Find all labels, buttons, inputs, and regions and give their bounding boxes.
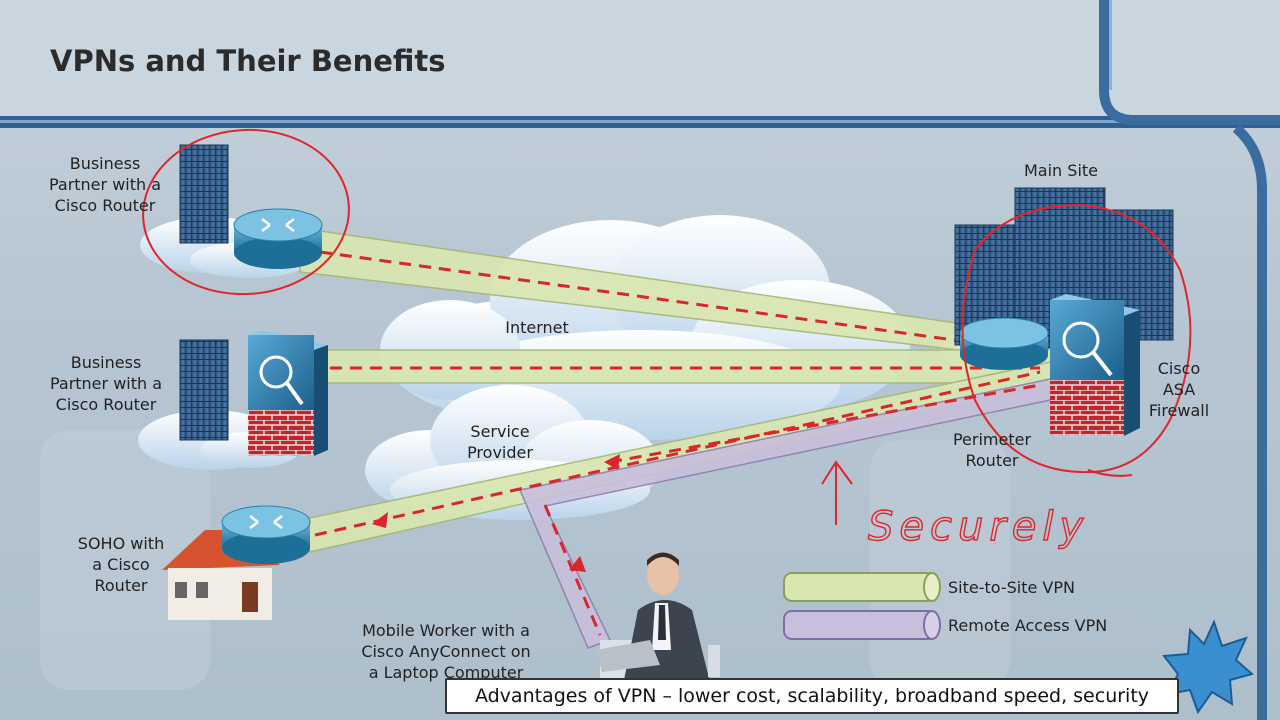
mobile-worker-label: Mobile Worker with a Cisco AnyConnect on… bbox=[340, 620, 552, 683]
slide-title: VPNs and Their Benefits bbox=[50, 44, 446, 78]
internet-label: Internet bbox=[492, 317, 582, 338]
partner1-building bbox=[180, 145, 228, 243]
mobile-label-line2: Cisco AnyConnect on bbox=[340, 641, 552, 662]
partner2-label-line1: Business bbox=[44, 352, 168, 373]
caption-box: Advantages of VPN – lower cost, scalabil… bbox=[445, 678, 1179, 714]
service-provider-line1: Service bbox=[450, 421, 550, 442]
perimeter-line2: Router bbox=[940, 450, 1044, 471]
partner2-building bbox=[180, 340, 228, 440]
soho-label-line3: Router bbox=[68, 575, 174, 596]
asa-line1: Cisco bbox=[1140, 358, 1218, 379]
partner1-label-line3: Cisco Router bbox=[44, 195, 166, 216]
partner1-router-icon bbox=[234, 209, 322, 269]
main-site-label: Main Site bbox=[1008, 160, 1114, 181]
partner2-label-line2: Partner with a bbox=[44, 373, 168, 394]
soho-label: SOHO with a Cisco Router bbox=[68, 533, 174, 596]
perimeter-router-label: Perimeter Router bbox=[940, 429, 1044, 471]
partner1-label-line2: Partner with a bbox=[44, 174, 166, 195]
soho-label-line1: SOHO with bbox=[68, 533, 174, 554]
partner2-label: Business Partner with a Cisco Router bbox=[44, 352, 168, 415]
partner1-label-line1: Business bbox=[44, 153, 166, 174]
service-provider-label: Service Provider bbox=[450, 421, 550, 463]
partner2-label-line3: Cisco Router bbox=[44, 394, 168, 415]
asa-line2: ASA bbox=[1140, 379, 1218, 400]
soho-router-icon bbox=[222, 506, 310, 564]
asa-label: Cisco ASA Firewall bbox=[1140, 358, 1218, 421]
legend-remote-access-label: Remote Access VPN bbox=[948, 616, 1107, 635]
legend-site-to-site-swatch bbox=[784, 573, 940, 601]
mobile-worker-figure bbox=[596, 553, 720, 691]
perimeter-line1: Perimeter bbox=[940, 429, 1044, 450]
asa-firewall-icon bbox=[1050, 294, 1140, 436]
mobile-label-line1: Mobile Worker with a bbox=[340, 620, 552, 641]
soho-label-line2: a Cisco bbox=[68, 554, 174, 575]
handwriting-securely: Securely bbox=[868, 504, 1089, 550]
legend-site-to-site-label: Site-to-Site VPN bbox=[948, 578, 1075, 597]
asa-line3: Firewall bbox=[1140, 400, 1218, 421]
partner1-label: Business Partner with a Cisco Router bbox=[44, 153, 166, 216]
legend-remote-access-swatch bbox=[784, 611, 940, 639]
partner2-firewall-icon bbox=[248, 330, 328, 456]
service-provider-line2: Provider bbox=[450, 442, 550, 463]
perimeter-router-icon bbox=[960, 318, 1048, 370]
